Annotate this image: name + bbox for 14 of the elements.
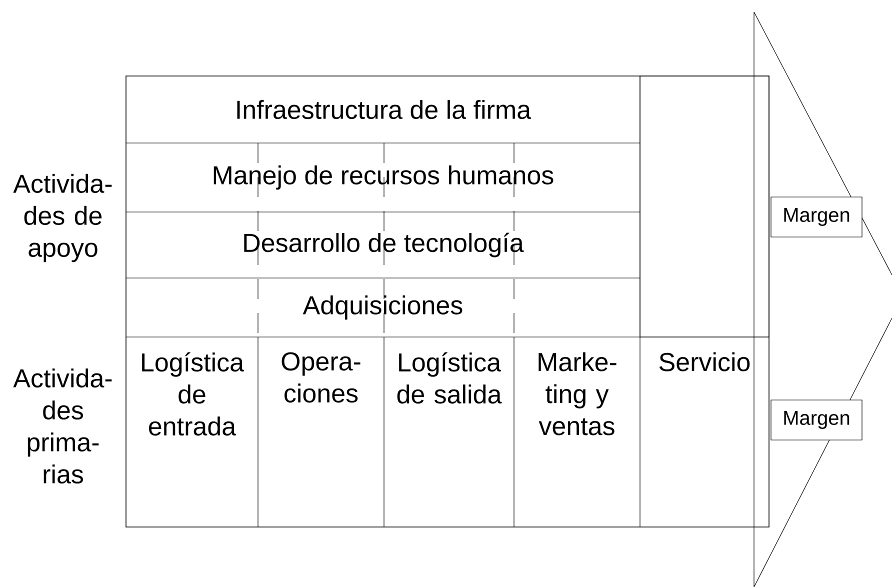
activity-label: Desarrollo de tecnología	[244, 232, 524, 258]
activity-label: Servicio	[659, 352, 750, 372]
activity-label: Logística de entrada	[142, 352, 244, 436]
margin-box: Margen	[770, 196, 862, 238]
section-label: Activida- des de apoyo	[13, 174, 112, 262]
activity-label: Manejo de recursos humanos	[214, 165, 554, 190]
section-label: Activida- des prima- rias	[13, 368, 112, 484]
empty-cell	[640, 76, 770, 338]
activity-label: Logística de salida	[397, 352, 502, 404]
activity-label: Infraestructura de la firma	[237, 100, 532, 120]
activity-label: Marke- ting y ventas	[538, 352, 616, 436]
activity-label: Adquisiciones	[302, 295, 462, 320]
activity-label: Opera- ciones	[282, 352, 360, 403]
margin-box: Margen	[770, 400, 862, 440]
